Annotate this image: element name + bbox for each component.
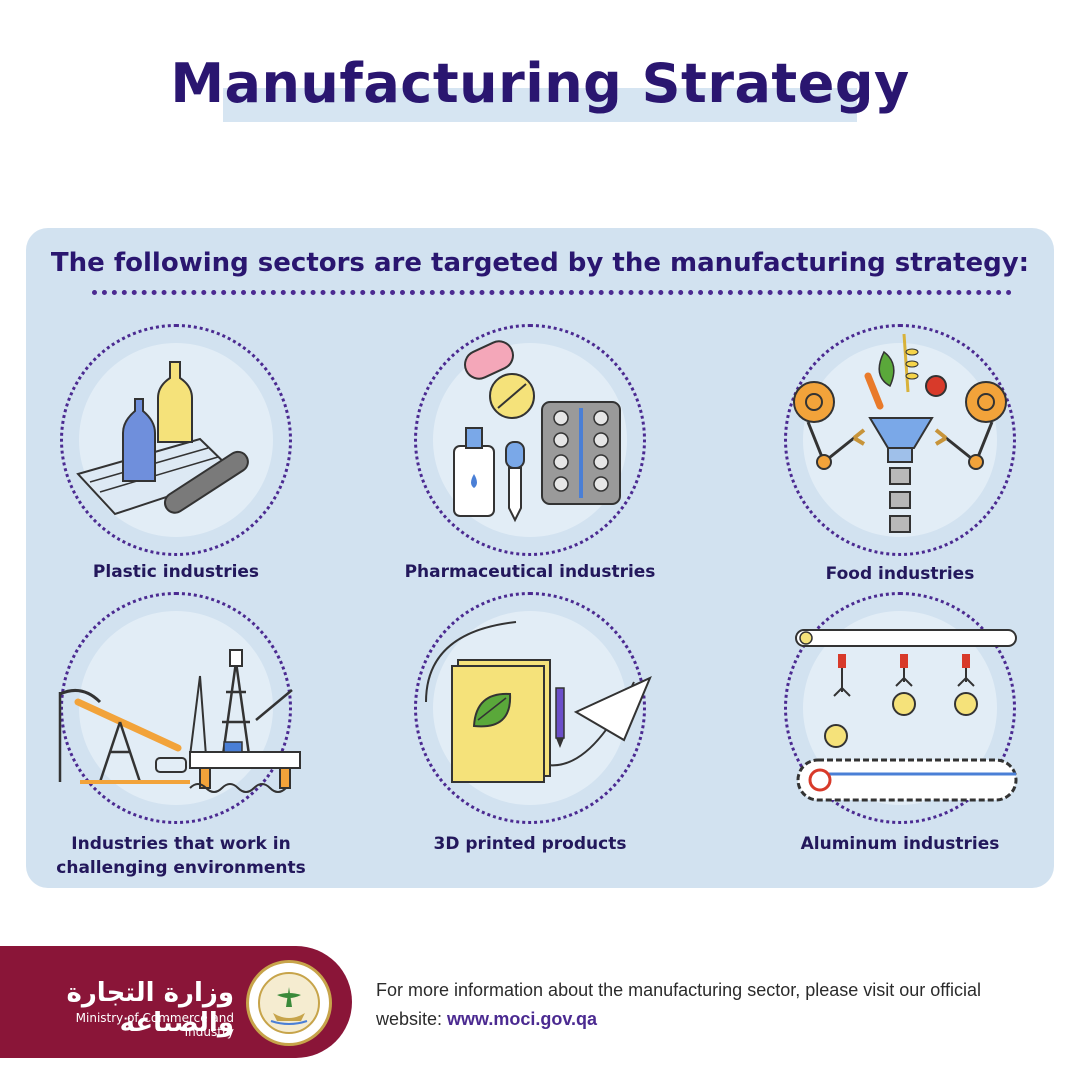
printed-paper-icon <box>425 621 652 783</box>
sector-food: Food industries <box>752 324 1052 594</box>
oil-rig-icon <box>58 649 301 793</box>
medicine-pills-icon <box>453 340 621 523</box>
sector-3d-printed: 3D printed products <box>390 592 690 862</box>
sector-label: Industries that work in <box>71 834 291 854</box>
sector-label: Food industries <box>825 564 975 584</box>
footer-info-text: For more information about the manufactu… <box>376 980 981 1029</box>
website-link[interactable]: www.moci.gov.qa <box>447 1009 598 1029</box>
sector-pharmaceutical: Pharmaceutical industries <box>390 324 690 594</box>
title-highlight <box>223 88 857 122</box>
qatar-emblem-icon <box>246 960 332 1046</box>
sector-label: 3D printed products <box>433 834 627 854</box>
title-container: Manufacturing Strategy <box>0 52 1080 115</box>
sector-label: Plastic industries <box>92 562 260 582</box>
ministry-arabic-name: وزارة التجارة والصناعة <box>66 978 234 1038</box>
sector-aluminum: Aluminum industries <box>764 592 1064 862</box>
aluminum-line-icon <box>795 629 1018 802</box>
page-title: Manufacturing Strategy <box>170 52 910 115</box>
conveyor-bottles-icon <box>76 361 249 516</box>
ministry-english-name: Ministry of Commerce and Industry <box>75 1011 234 1039</box>
sector-plastic: Plastic industries <box>36 324 336 594</box>
sector-label: Aluminum industries <box>800 834 1000 854</box>
dotted-divider <box>92 290 1012 295</box>
food-processing-icon <box>793 333 1007 533</box>
sector-challenging-environments: Industries that work in challenging envi… <box>36 592 336 892</box>
sector-label-line2: challenging environments <box>56 858 306 878</box>
sector-label: Pharmaceutical industries <box>404 562 656 582</box>
sectors-panel: The following sectors are targeted by th… <box>26 228 1054 888</box>
panel-subtitle: The following sectors are targeted by th… <box>50 248 1030 278</box>
footer-info: For more information about the manufactu… <box>376 976 1036 1034</box>
